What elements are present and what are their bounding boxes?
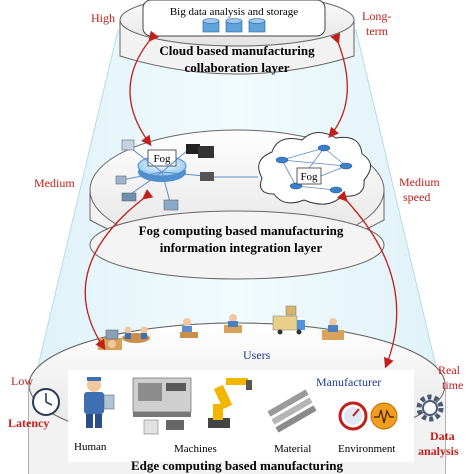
edge-item-human: Human (74, 441, 107, 453)
gear-icon (416, 394, 444, 422)
pc-device-icon (163, 199, 179, 211)
cnc-machine-icon (132, 377, 192, 435)
data-analysis-axis: Long- term Medium speed Real time Data a… (362, 9, 463, 458)
temperature-gauge-icon (338, 401, 368, 431)
robot-arm-icon (208, 378, 252, 428)
fog-layer-title-line1: Fog computing based manufacturing (139, 223, 344, 238)
clock-icon (32, 388, 60, 416)
arrow-fog-to-users-left (84, 189, 154, 351)
fog-node-right: Fog (258, 132, 371, 205)
edge-layer: Users Manufacturer Human Machines (28, 305, 446, 474)
arrow-fog-to-users-right (336, 190, 398, 369)
fog-layer: Fog (89, 129, 385, 280)
latency-axis: High Medium Low Latency (8, 11, 115, 430)
manufacturer-label: Manufacturer (316, 375, 381, 389)
analysis-real-2: time (442, 378, 463, 392)
human-worker-icon (84, 377, 115, 428)
analysis-medium-2: speed (403, 190, 430, 204)
storage-panel (142, 0, 326, 37)
database-icons (202, 18, 266, 33)
edge-item-material: Material (274, 443, 311, 455)
server-device-icon (198, 146, 214, 158)
cloud-layer-title-line1: Cloud based manufacturing (159, 43, 315, 58)
material-bars-icon (267, 389, 317, 433)
storage-label: Big data analysis and storage (170, 6, 298, 18)
phone-device-icon (115, 175, 127, 185)
analysis-real: Real (438, 363, 461, 377)
delivery-truck-icon (272, 305, 305, 335)
latency-title: Latency (8, 416, 49, 430)
user-office-icon (322, 318, 344, 340)
edge-item-machines: Machines (174, 443, 217, 455)
edge-layer-title: Edge computing based manufacturing (131, 458, 343, 473)
latency-medium: Medium (34, 176, 75, 190)
printer-device-icon (200, 172, 214, 181)
user-team-icon (180, 318, 198, 338)
laptop-device-icon (121, 192, 137, 202)
users-label: Users (243, 348, 271, 362)
connection-arrows (84, 30, 398, 369)
fog-label-right: Fog (300, 171, 318, 183)
signal-monitor-icon (370, 402, 398, 430)
user-desk-icon (224, 314, 242, 333)
latency-low: Low (11, 374, 33, 388)
analysis-long-2: term (366, 24, 389, 38)
arrow-cloud-to-fog-right (328, 32, 348, 138)
fog-label-left: Fog (153, 153, 171, 165)
fog-node-left: Fog (115, 139, 214, 211)
analysis-title-1: Data (430, 429, 455, 443)
latency-high: High (91, 11, 115, 25)
analysis-medium: Medium (399, 175, 440, 189)
edge-item-environment: Environment (338, 443, 395, 455)
cloud-layer-title-line2: collaboration layer (184, 60, 289, 75)
analysis-long: Long- (362, 9, 391, 23)
camera-device-icon (186, 144, 200, 154)
cloud-layer: Big data analysis and storage Cloud base… (119, 0, 355, 75)
arrow-cloud-to-fog-left (129, 30, 159, 147)
analysis-title-2: analysis (418, 444, 459, 458)
fog-layer-title-line2: information integration layer (160, 240, 323, 255)
tablet-device-icon (121, 139, 135, 151)
